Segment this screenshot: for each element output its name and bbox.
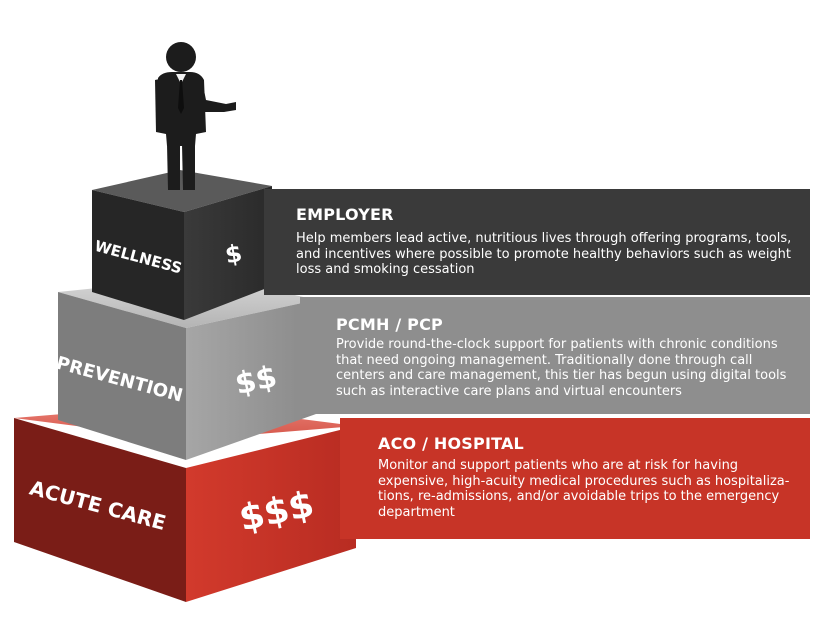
- businessman-icon: [155, 42, 236, 190]
- block-acute-care: ACUTE CARE $$$: [14, 404, 356, 602]
- banner-employer: EMPLOYER Help members lead active, nutri…: [264, 189, 810, 295]
- cost-wellness: $: [223, 239, 244, 269]
- tier-heading-employer: EMPLOYER: [296, 205, 394, 224]
- block-prevention-side: [186, 300, 316, 460]
- tier-description-pcmh: Provide round-the-clock support for pati…: [336, 337, 787, 399]
- banner-pcmh: PCMH / PCP Provide round-the-clock suppo…: [300, 297, 810, 414]
- block-prevention-front: [58, 292, 186, 460]
- tier-heading-aco: ACO / HOSPITAL: [378, 434, 524, 453]
- cost-prevention: $$: [232, 359, 280, 402]
- block-wellness-front: [92, 190, 184, 320]
- block-wellness-top: [92, 170, 272, 212]
- tier-description-aco: Monitor and support patients who are at …: [378, 458, 790, 520]
- banner-aco: ACO / HOSPITAL Monitor and support patie…: [340, 418, 810, 539]
- tier-heading-pcmh: PCMH / PCP: [336, 315, 443, 334]
- tier-description-employer: Help members lead active, nutritious liv…: [296, 231, 792, 278]
- block-acute-front: [14, 418, 186, 602]
- block-acute-side: [186, 426, 356, 602]
- block-wellness-side: [184, 186, 272, 320]
- block-wellness: WELLNESS $: [92, 170, 272, 320]
